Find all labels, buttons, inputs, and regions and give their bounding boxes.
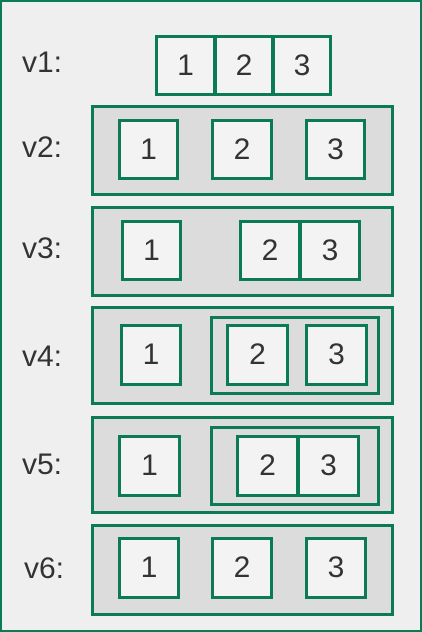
row-label-v4: v4:: [22, 340, 63, 373]
v4-item-2: 2: [226, 324, 289, 386]
v5-item-3: 3: [297, 435, 360, 497]
v5-group-2-3: [210, 426, 380, 506]
v4-group-2-3: [210, 316, 380, 395]
v5-item-1: 1: [118, 435, 181, 497]
v6-item-1: 1: [118, 537, 180, 599]
v3-item-2: 2: [239, 220, 301, 281]
v4-item-1: 1: [120, 324, 182, 386]
v1-item-1: 1: [155, 35, 216, 96]
v1-item-3: 3: [272, 35, 332, 96]
v2-item-1: 1: [118, 119, 179, 180]
v6-item-2: 2: [211, 537, 273, 599]
row-label-v3: v3:: [22, 232, 63, 265]
row-label-v5: v5:: [22, 448, 63, 481]
v1-item-2: 2: [214, 35, 274, 96]
v6-item-3: 3: [305, 537, 367, 599]
v4-item-3: 3: [305, 324, 368, 386]
row-label-v2: v2:: [22, 131, 63, 164]
v2-item-3: 3: [305, 119, 366, 180]
row-label-v6: v6:: [24, 552, 65, 585]
row-label-v1: v1:: [22, 46, 63, 79]
v3-item-1: 1: [121, 220, 182, 281]
v5-item-2: 2: [236, 435, 299, 497]
v2-item-2: 2: [211, 119, 273, 180]
v3-item-3: 3: [299, 220, 361, 281]
